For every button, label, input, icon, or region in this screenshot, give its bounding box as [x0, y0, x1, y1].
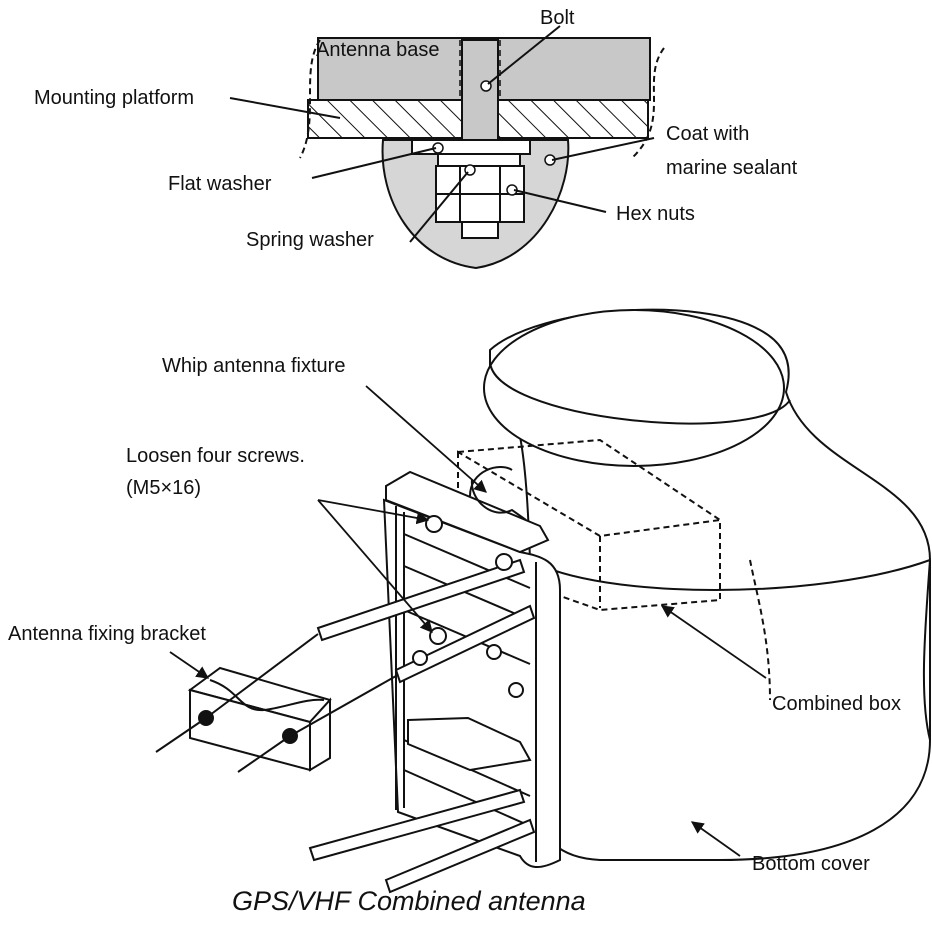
label-flat-washer: Flat washer	[168, 173, 272, 195]
whip-antenna-fixture	[385, 470, 550, 554]
figure-caption: GPS/VHF Combined antenna	[232, 886, 586, 916]
label-bolt: Bolt	[540, 7, 575, 29]
combined-antenna-drawing	[155, 308, 931, 894]
label-whip-fixture: Whip antenna fixture	[162, 355, 345, 377]
label-mounting-platform: Mounting platform	[34, 87, 194, 109]
antenna-dome	[483, 309, 785, 467]
break-line-right	[631, 47, 665, 159]
label-bottom-cover: Bottom cover	[752, 853, 870, 875]
label-coat-line1: Coat with	[666, 123, 749, 145]
label-spring-washer: Spring washer	[246, 229, 374, 251]
label-antenna-base: Antenna base	[316, 39, 439, 61]
screws	[412, 515, 524, 698]
label-loosen-line2: (M5×16)	[126, 477, 201, 499]
break-line-left	[299, 39, 321, 159]
rod-lower-2	[384, 818, 536, 894]
rod-upper-1	[316, 558, 526, 642]
label-loosen-line1: Loosen four screws.	[126, 445, 305, 467]
label-hex-nuts: Hex nuts	[616, 203, 695, 225]
rod-upper-2	[394, 604, 536, 684]
label-fixing-bracket: Antenna fixing bracket	[8, 623, 206, 645]
rod-lower-1	[308, 788, 526, 862]
flat-washer-shape	[411, 139, 531, 155]
spring-washer-shape	[437, 153, 521, 167]
label-coat-line2: marine sealant	[666, 157, 798, 179]
mounting-detail: Bolt Antenna base Mounting platform Coat…	[34, 7, 798, 270]
label-combined-box: Combined box	[772, 693, 901, 715]
